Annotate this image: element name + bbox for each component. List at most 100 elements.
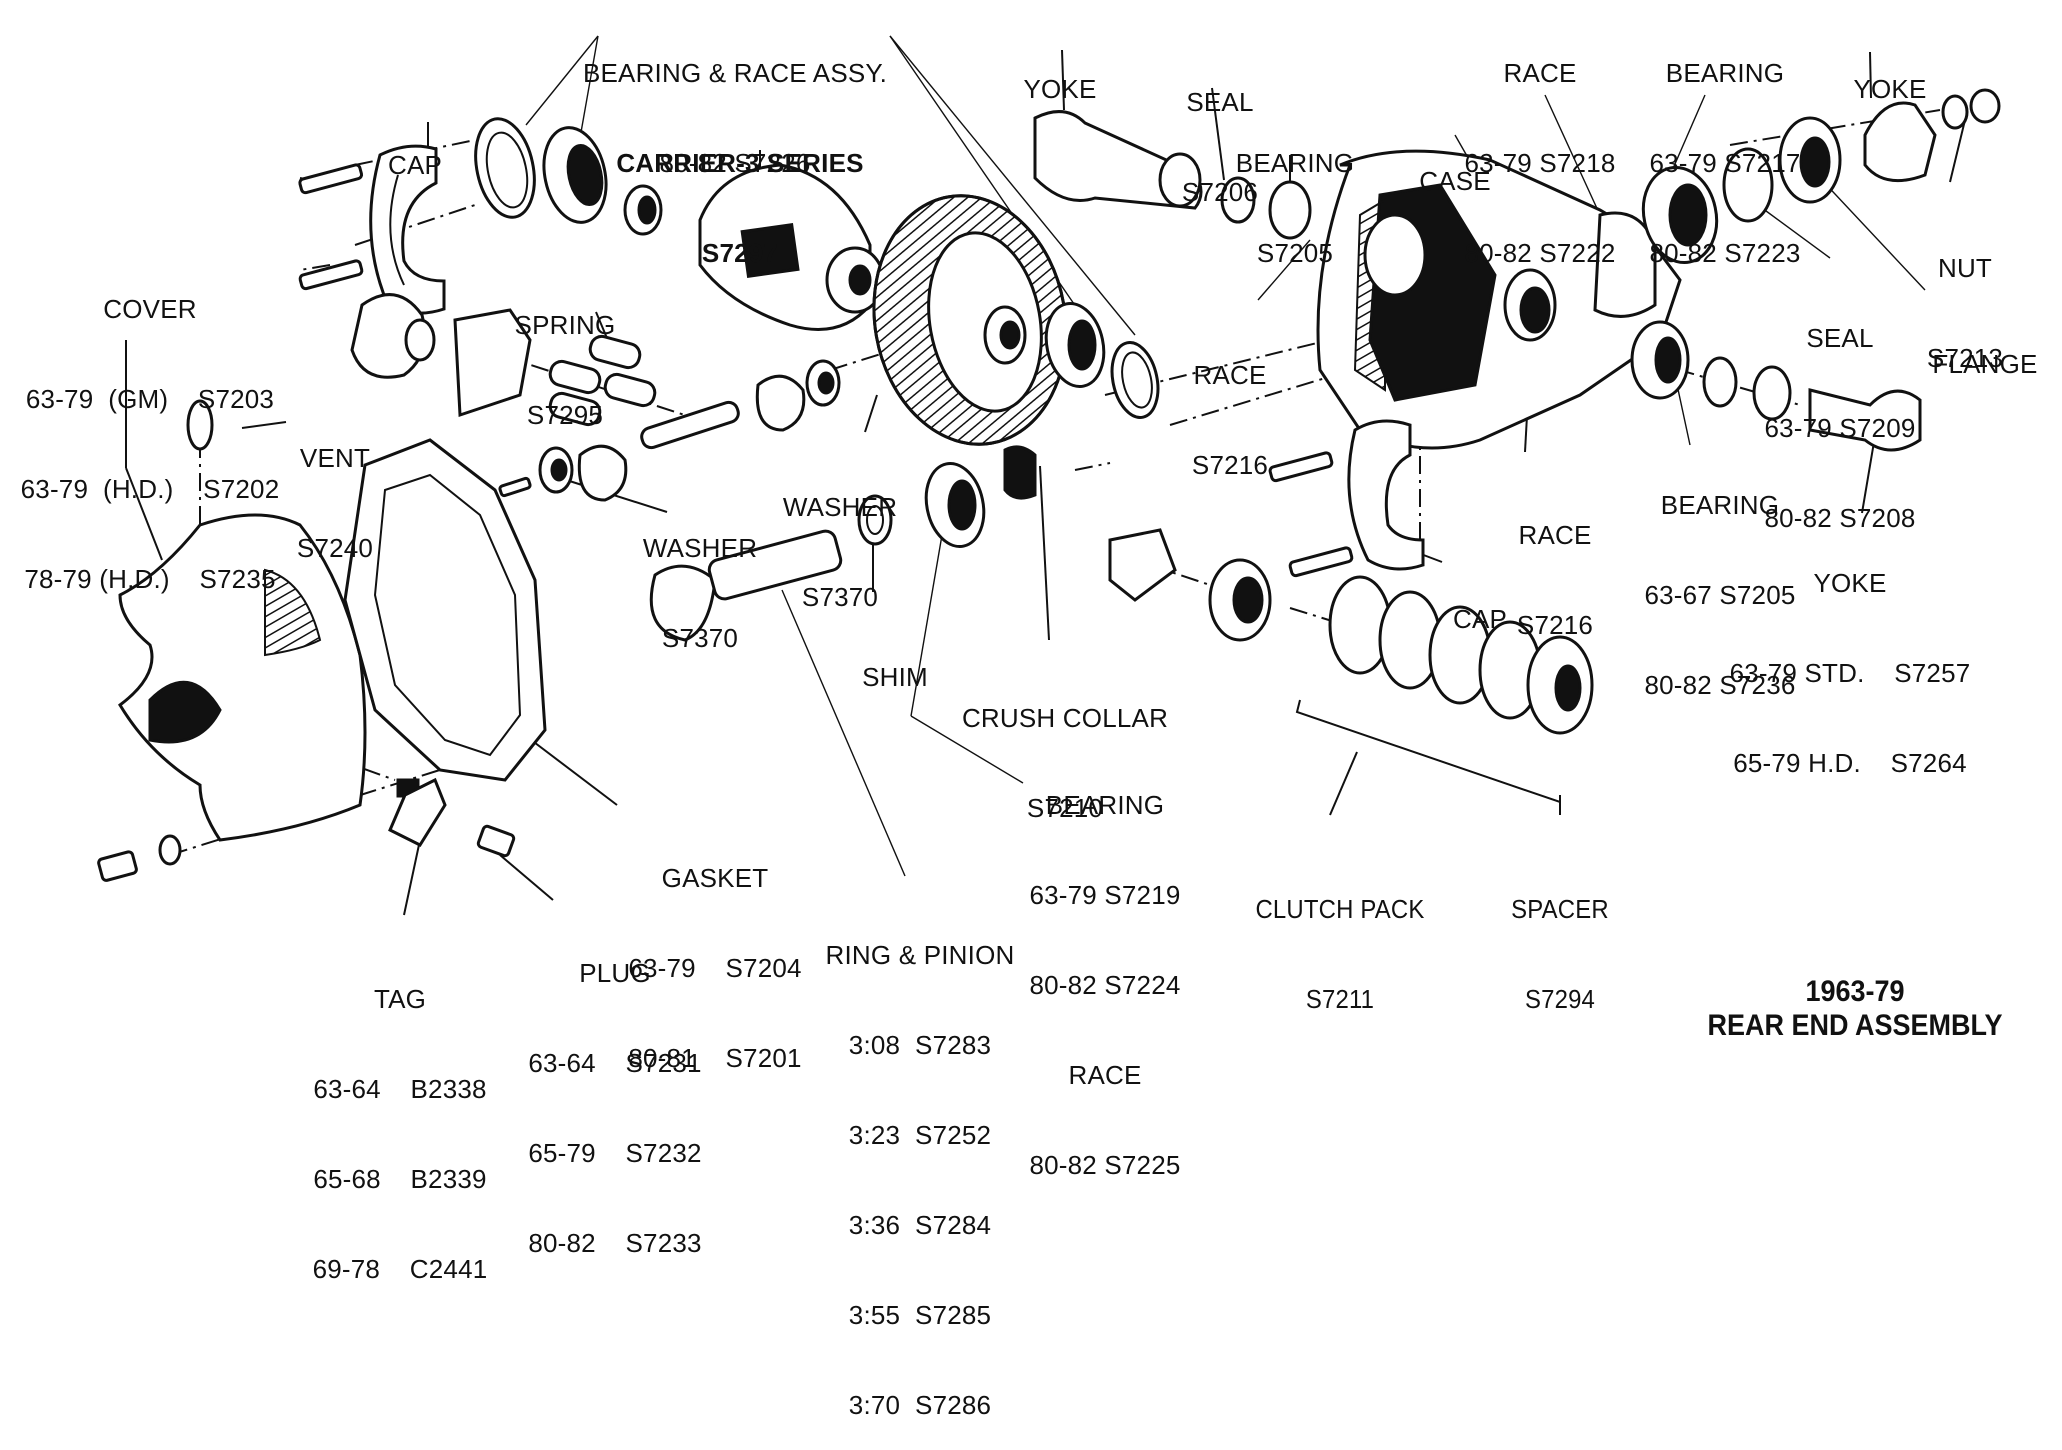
part-number: 3:08 S7283: [848, 1030, 992, 1060]
part-number: 63-79 (H.D.) S7202: [20, 474, 280, 504]
clutch-pack-part: [1108, 528, 1594, 735]
part-number: S7210: [1026, 793, 1104, 823]
part-number: S7297: [701, 238, 779, 268]
part-number: 63-79 STD. S7257: [1729, 658, 1971, 688]
label-carrier: CARRIER-3 SERIES S7297: [590, 88, 890, 298]
part-name: CRUSH COLLAR: [961, 703, 1169, 733]
leader-lines: [125, 35, 1966, 916]
part-number: S7211: [1305, 984, 1375, 1014]
part-name: BEARING: [1660, 490, 1780, 520]
part-name: SPACER: [1511, 894, 1609, 924]
label-washer-left: WASHER S7370: [640, 473, 760, 683]
ring-gear-part: [872, 194, 1068, 446]
label-bearing-pinion: BEARING 63-79 S7219 80-82 S7224 RACE 80-…: [1020, 730, 1190, 1210]
label-bearing-top: BEARING 63-79 S7217 80-82 S7223: [1635, 0, 1815, 298]
cap-upper-part: [369, 144, 446, 315]
label-washer-right: WASHER S7370: [780, 432, 900, 642]
part-number: S7240: [296, 533, 374, 563]
diagram-title: 1963-79 REAR END ASSEMBLY: [1680, 975, 2031, 1043]
label-seal-right: SEAL 63-79 S7209 80-82 S7208: [1750, 263, 1930, 563]
bearing-race-upper: [474, 117, 663, 236]
label-gasket: GASKET 63-79 S7204 80-81 S7201: [615, 803, 815, 1103]
part-number: 65-68 B2339: [313, 1164, 487, 1194]
part-name: BEARING: [1665, 58, 1785, 88]
front-yoke-part: [1033, 110, 1312, 240]
label-clutch-pack: CLUTCH PACK S7211: [1248, 834, 1432, 1044]
part-number: 65-79 H.D. S7264: [1733, 748, 1967, 778]
part-number: S7206: [1181, 177, 1259, 207]
cap-lower-part: [1268, 419, 1425, 578]
part-number: 63-67 S7205: [1644, 580, 1796, 610]
label-spring: SPRING S7295: [500, 250, 630, 460]
part-number: 63-79 S7209: [1764, 413, 1916, 443]
label-bearing-front: BEARING S7205: [1230, 88, 1360, 298]
label-bearing-race-assy: BEARING & RACE ASSY. 80-82 S7226: [570, 0, 900, 208]
springs: [548, 334, 657, 427]
label-cover: COVER 63-79 (GM) S7203 63-79 (H.D.) S720…: [10, 234, 290, 624]
part-number: 80-81 S7201: [628, 1043, 802, 1073]
part-number: 80-82 S7225: [1029, 1150, 1181, 1180]
part-name: YOKE: [1023, 74, 1097, 104]
label-race-top: RACE 63-79 S7218 80-82 S7222: [1450, 0, 1630, 298]
part-number: 63-79 S7219: [1029, 880, 1181, 910]
part-number: 3:23 S7252: [848, 1120, 992, 1150]
part-number: 80-82 S7222: [1464, 238, 1616, 268]
part-name: WASHER: [642, 533, 758, 563]
part-number: S7213: [1926, 343, 2004, 373]
part-name: CAP: [387, 150, 443, 180]
part-number: 78-79 (H.D.) S7235: [24, 564, 276, 594]
part-name: SPRING: [514, 310, 616, 340]
part-number: 63-64 B2338: [313, 1074, 487, 1104]
part-number: 63-79 S7217: [1649, 148, 1801, 178]
part-number: S7370: [801, 582, 879, 612]
part-number: 3:36 S7284: [848, 1210, 992, 1240]
title-name: REAR END ASSEMBLY: [1707, 1009, 2003, 1042]
part-number: S7205: [1256, 238, 1334, 268]
exploded-view-drawing: [97, 35, 2001, 916]
label-plug: PLUG 63-64 S7231 65-79 S7232 80-82 S7233: [515, 898, 715, 1288]
part-name: BEARING: [1045, 790, 1165, 820]
part-number: S7295: [526, 400, 604, 430]
side-bearings: [1044, 302, 1160, 419]
carrier-case-part: [698, 163, 885, 331]
label-nut: NUT S7213: [1920, 193, 2010, 403]
label-cap-upper: CAP: [380, 90, 450, 210]
label-ring-pinion: RING & PINION 3:08 S7283 3:23 S7252 3:36…: [815, 880, 1025, 1450]
cap-bolts-upper: [298, 163, 364, 291]
case-part: [1316, 149, 1682, 450]
cover-hardware: [97, 399, 516, 882]
label-yoke-lower: YOKE 63-79 STD. S7257 65-79 H.D. S7264: [1720, 508, 1980, 808]
part-name: CARRIER-3 SERIES: [616, 148, 864, 178]
part-name: NUT: [1937, 253, 1993, 283]
part-name: YOKE: [1813, 568, 1887, 598]
part-name: CAP: [1452, 604, 1508, 634]
label-spacer: SPACER S7294: [1491, 834, 1629, 1044]
pinion-gear-part: [649, 445, 1037, 642]
part-number: 80-82 S7223: [1649, 238, 1801, 268]
part-name: BEARING: [1235, 148, 1355, 178]
part-name: VENT: [299, 443, 371, 473]
part-number: S7216: [1191, 450, 1269, 480]
label-shim: SHIM: [855, 602, 935, 722]
right-side-parts: [1630, 88, 2001, 452]
label-race-mid: RACE S7216: [1180, 300, 1280, 510]
part-number: S7294: [1524, 984, 1596, 1014]
part-number: 80-82 S7224: [1029, 970, 1181, 1000]
part-name: WASHER: [782, 492, 898, 522]
part-name: CASE: [1419, 166, 1491, 196]
part-number: 80-82 S7208: [1764, 503, 1916, 533]
gasket-part: [343, 438, 547, 782]
part-name: RACE: [1068, 1060, 1142, 1090]
part-name: SEAL: [1186, 87, 1254, 117]
part-number: 3:70 S7286: [848, 1390, 992, 1420]
label-crush-collar: CRUSH COLLAR S7210: [950, 643, 1180, 853]
label-tag: TAG 63-64 B2338 65-68 B2339 69-78 C2441: [300, 924, 500, 1314]
part-number: 65-79 S7232: [528, 1138, 702, 1168]
part-number: S7216: [1516, 610, 1594, 640]
part-number: 63-79 S7218: [1464, 148, 1616, 178]
part-number: 80-82 S7233: [528, 1228, 702, 1258]
part-name: FLANGE: [1932, 349, 2038, 379]
label-cap-lower: CAP: [1445, 544, 1515, 664]
part-name: RING & PINION: [825, 940, 1015, 970]
part-name: PLUG: [579, 958, 651, 988]
